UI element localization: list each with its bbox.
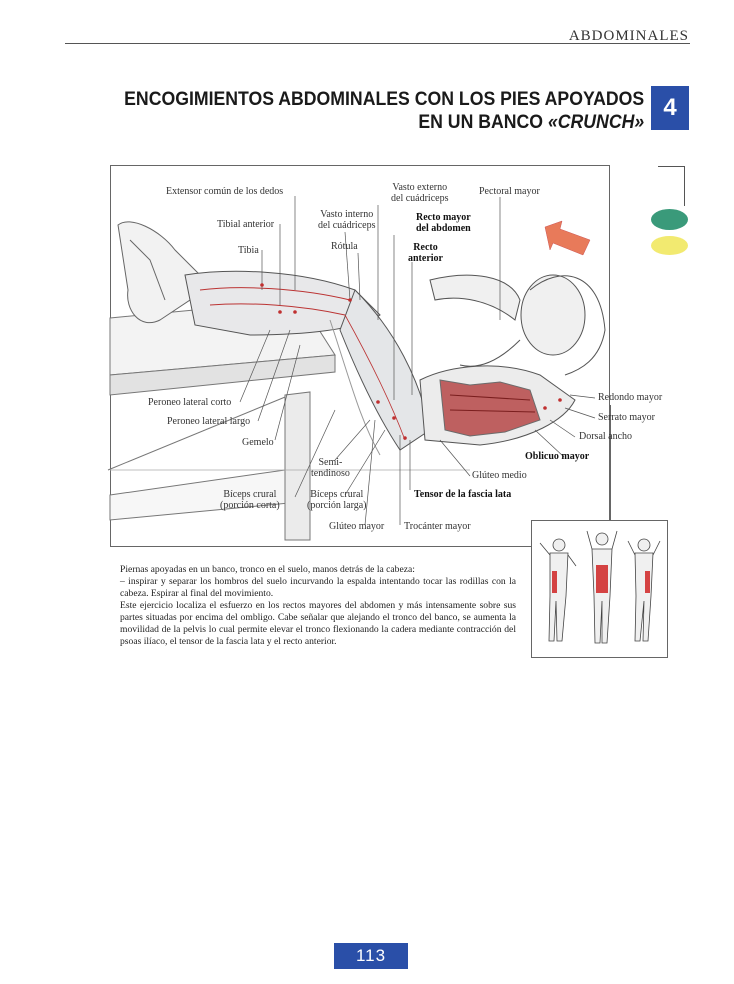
- description-paragraph-2: – inspirar y separar los hombros del sue…: [120, 576, 516, 599]
- title-line-2-italic: «CRUNCH»: [547, 112, 644, 133]
- label-recto-mayor-2: del abdomen: [416, 223, 471, 234]
- label-gluteo-mayor: Glúteo mayor: [329, 521, 385, 532]
- label-extensor: Extensor común de los dedos: [166, 186, 284, 197]
- legs-drawing: [184, 270, 431, 456]
- leader-lines: [239, 196, 596, 526]
- label-gemelo: Gemelo: [242, 437, 274, 448]
- label-serrato: Serrato mayor: [598, 412, 655, 423]
- frame-extension-line: [610, 405, 611, 547]
- label-semitendinoso: Semi- tendinoso: [311, 457, 350, 479]
- green-tab-marker: [651, 209, 688, 230]
- label-recto-mayor-1: Recto mayor: [416, 212, 471, 223]
- label-recto-anterior: Recto anterior: [408, 242, 443, 264]
- exercise-description: Piernas apoyadas en un banco, tronco en …: [120, 564, 516, 648]
- label-recto-anterior-1: Recto: [413, 242, 438, 253]
- torso-drawing: [419, 365, 576, 446]
- muscle-markers: [260, 283, 562, 440]
- label-semitendinoso-2: tendinoso: [311, 468, 350, 479]
- label-biceps-larga-2: (porción larga): [307, 500, 367, 511]
- label-semitendinoso-1: Semi-: [318, 457, 343, 468]
- exercise-title: ENCOGIMIENTOS ABDOMINALES CON LOS PIES A…: [124, 88, 644, 134]
- label-dorsal: Dorsal ancho: [579, 431, 633, 442]
- muscle-map-figures: [539, 530, 661, 644]
- label-tibial: Tibial anterior: [217, 219, 275, 230]
- description-paragraph-3: Este ejercicio localiza el esfuerzo en l…: [120, 600, 516, 647]
- title-line-2-prefix: EN UN BANCO: [418, 112, 548, 133]
- label-vasto-externo-1: Vasto externo: [392, 182, 448, 193]
- label-oblicuo: Oblicuo mayor: [525, 451, 590, 462]
- label-tensor: Tensor de la fascia lata: [414, 489, 512, 500]
- label-redondo: Redondo mayor: [598, 392, 663, 403]
- label-biceps-larga: Bíceps crural (porción larga): [307, 489, 367, 511]
- description-paragraph-1: Piernas apoyadas en un banco, tronco en …: [120, 564, 415, 575]
- label-vasto-externo: Vasto externo del cuádriceps: [391, 182, 448, 204]
- label-biceps-corta-2: (porción corta): [220, 500, 280, 511]
- label-biceps-corta: Bíceps crural (porción corta): [220, 489, 280, 511]
- muscle-map-thumbnail: [531, 520, 668, 658]
- label-peroneo-largo: Peroneo lateral largo: [167, 416, 251, 427]
- label-peroneo-corto: Peroneo lateral corto: [148, 397, 232, 408]
- tab-connector-line: [658, 166, 684, 167]
- label-biceps-corta-1: Bíceps crural: [223, 489, 277, 500]
- yellow-tab-marker: [651, 236, 688, 255]
- label-vasto-interno-2: del cuádriceps: [318, 220, 376, 231]
- label-gluteo-medio: Glúteo medio: [472, 470, 527, 481]
- head-arms-drawing: [429, 274, 606, 376]
- movement-arrow: [544, 220, 591, 256]
- label-tibia: Tibia: [238, 245, 259, 256]
- tab-connector-vertical: [684, 166, 685, 206]
- title-line-2: EN UN BANCO «CRUNCH»: [124, 111, 644, 134]
- label-recto-mayor: Recto mayor del abdomen: [416, 212, 471, 234]
- header-rule: [65, 43, 690, 44]
- label-vasto-interno-1: Vasto interno: [320, 209, 374, 220]
- label-vasto-externo-2: del cuádriceps: [391, 193, 449, 204]
- section-title: ABDOMINALES: [568, 28, 689, 44]
- label-recto-anterior-2: anterior: [408, 253, 443, 264]
- label-pectoral: Pectoral mayor: [479, 186, 540, 197]
- label-biceps-larga-1: Bíceps crural: [310, 489, 364, 500]
- title-line-1: ENCOGIMIENTOS ABDOMINALES CON LOS PIES A…: [123, 89, 644, 110]
- label-rotula: Rótula: [331, 241, 358, 252]
- feet-drawing: [117, 221, 201, 324]
- label-trocanter: Trocánter mayor: [404, 521, 471, 532]
- exercise-number-badge: 4: [651, 86, 689, 130]
- page-number: 113: [334, 943, 408, 969]
- label-vasto-interno: Vasto interno del cuádriceps: [318, 209, 375, 231]
